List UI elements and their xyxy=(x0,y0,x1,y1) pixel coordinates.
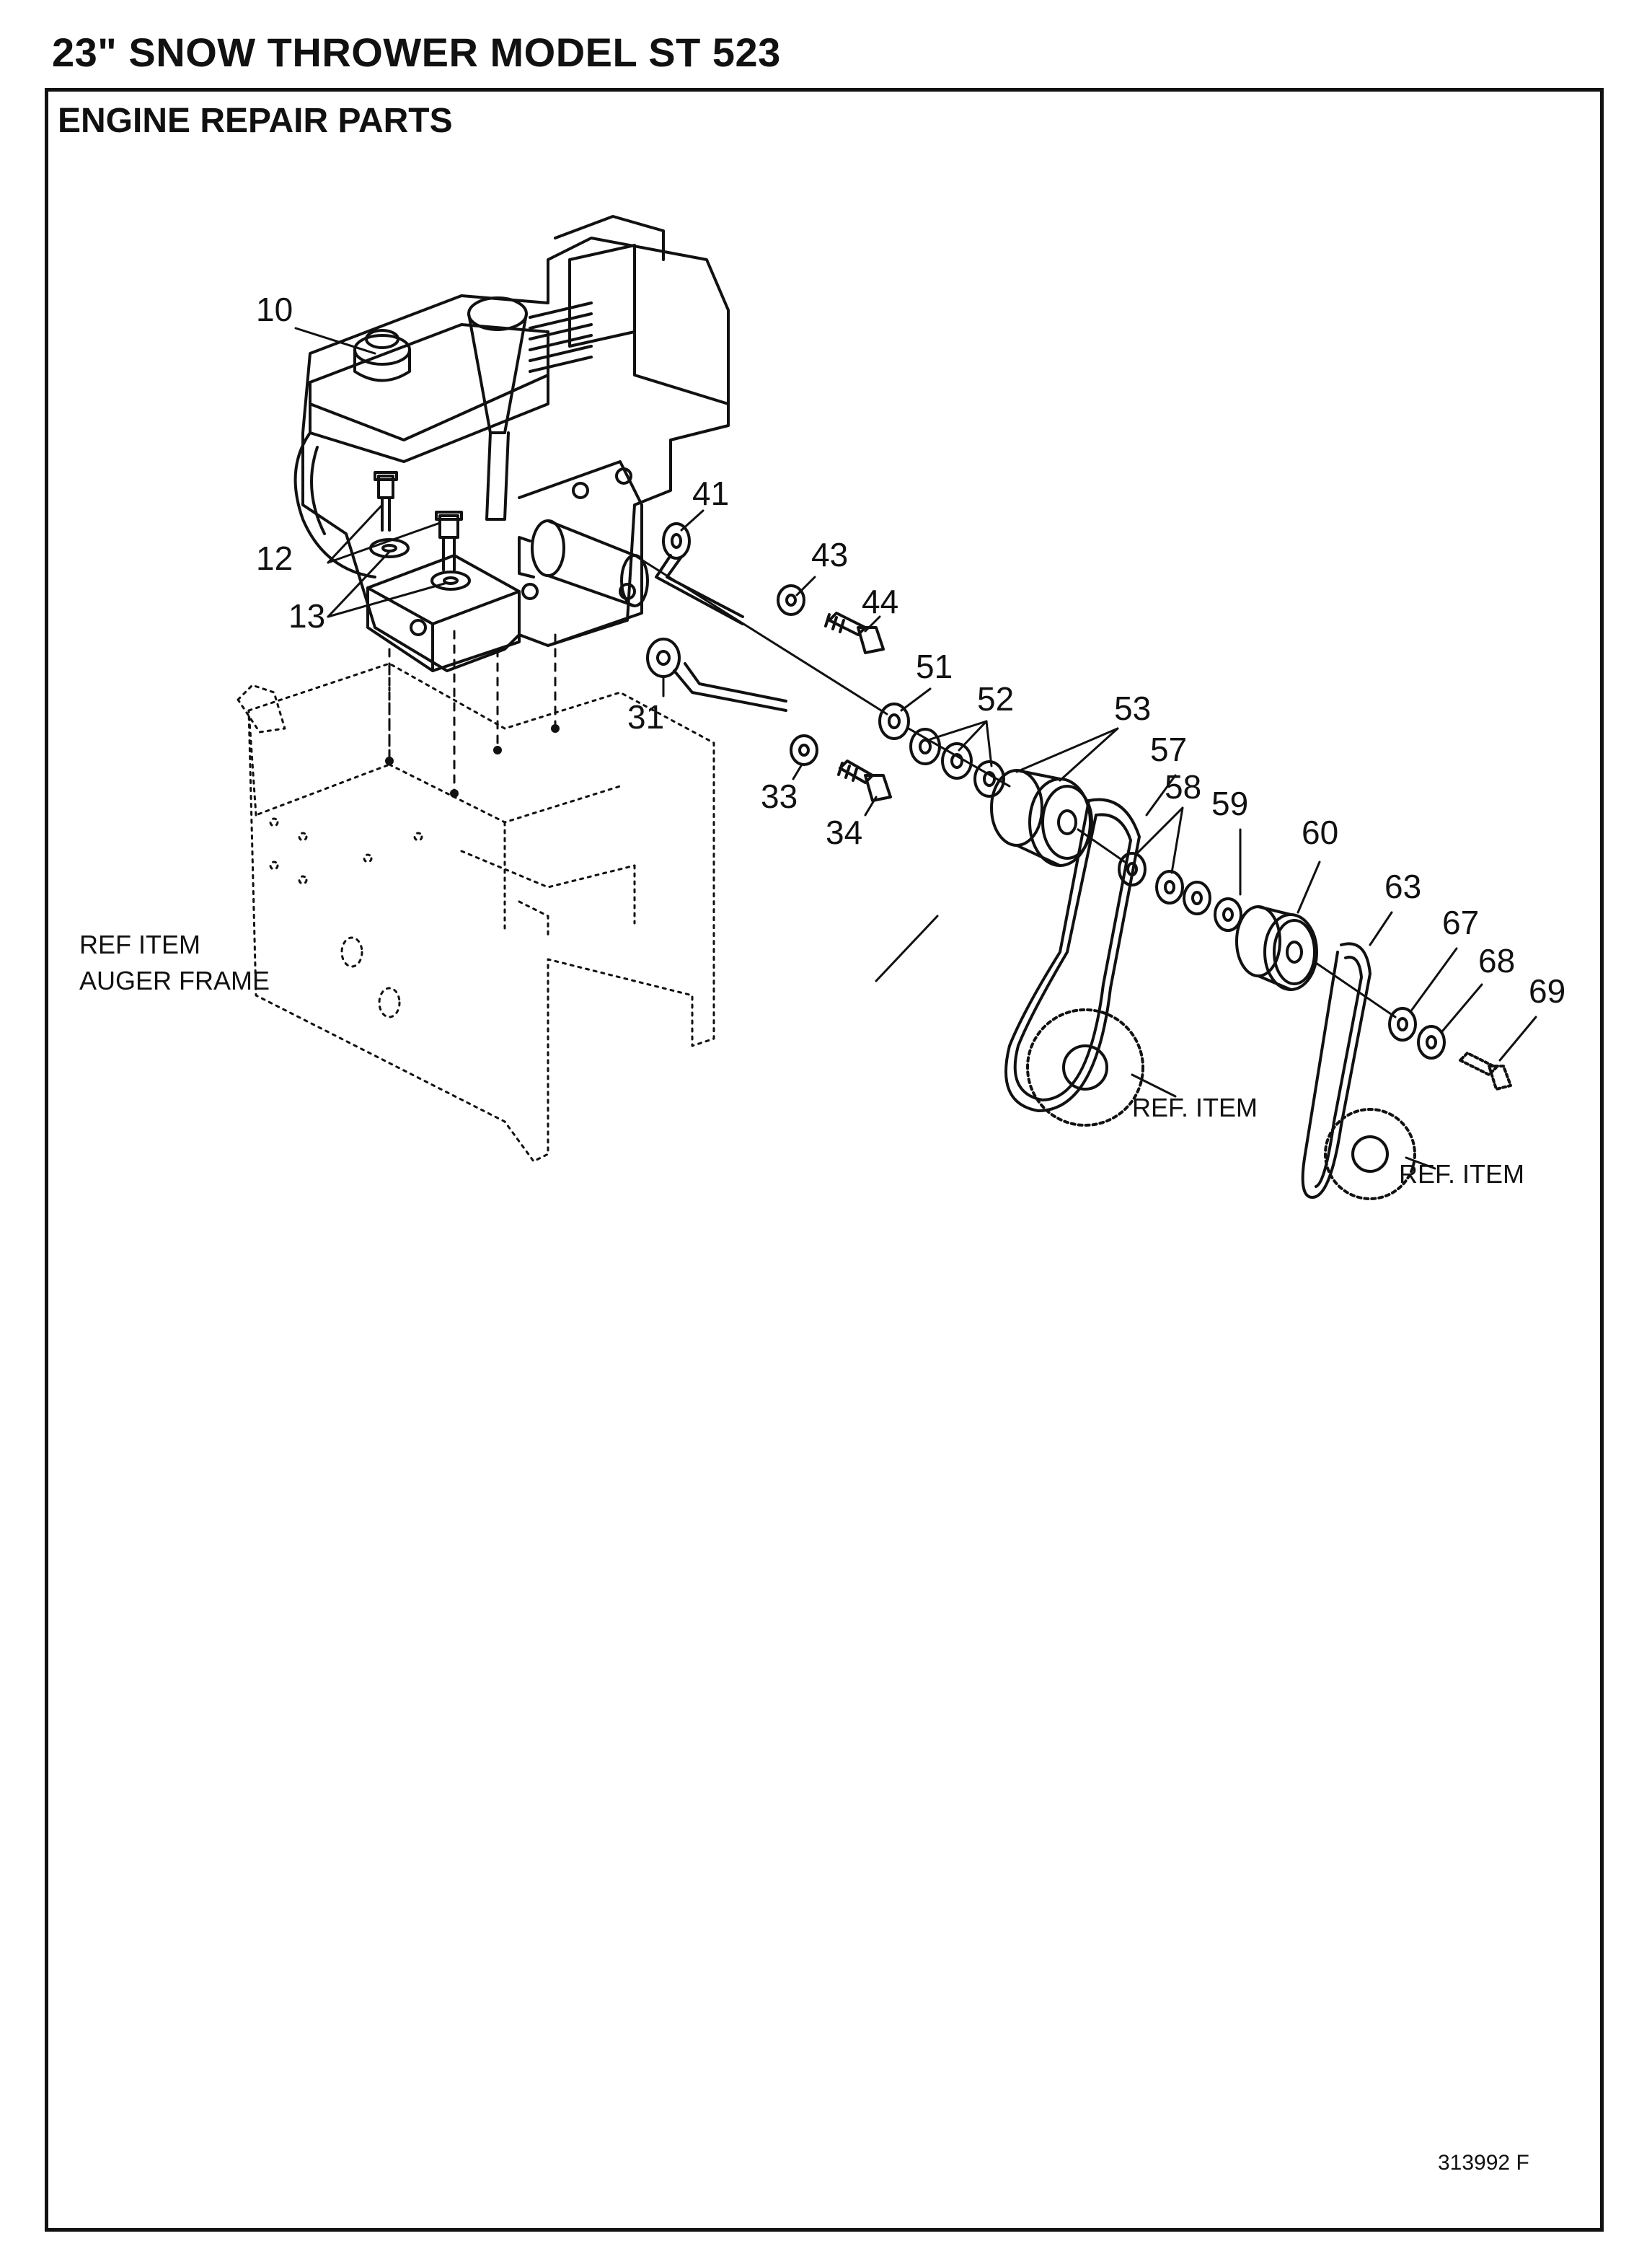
belt-63 xyxy=(1301,942,1416,1200)
callout-12: 12 xyxy=(256,540,293,577)
document-number: 313992 F xyxy=(1438,2151,1529,2175)
washers-52 xyxy=(909,728,1005,798)
callout-52: 52 xyxy=(977,680,1014,718)
callout-58: 58 xyxy=(1165,768,1201,806)
washer-68 xyxy=(1417,1025,1446,1060)
ref-item-label-1: REF. ITEM xyxy=(1132,1093,1258,1122)
mount-bolt-lines xyxy=(388,630,557,795)
callout-57: 57 xyxy=(1150,731,1187,768)
bolt-12 xyxy=(374,471,463,571)
callout-34: 34 xyxy=(826,814,862,851)
bolt-34 xyxy=(837,760,892,802)
callout-51: 51 xyxy=(916,648,953,685)
callout-53: 53 xyxy=(1114,690,1151,727)
assembly-axis-lines xyxy=(633,554,1397,1018)
section-title: ENGINE REPAIR PARTS xyxy=(58,102,453,140)
callout-13: 13 xyxy=(288,597,325,635)
callout-31: 31 xyxy=(627,698,664,736)
callout-60: 60 xyxy=(1302,814,1338,851)
callout-41: 41 xyxy=(692,475,729,512)
washers-59 xyxy=(1183,881,1242,932)
ref-item-label-2: REF. ITEM xyxy=(1399,1159,1524,1189)
washer-43 xyxy=(777,584,805,616)
washers-58 xyxy=(1118,852,1184,904)
bolt-69 xyxy=(1459,1052,1512,1091)
diagram-frame xyxy=(45,88,1604,2232)
auger-frame-outline xyxy=(237,662,715,1163)
pulley-60 xyxy=(1235,905,1318,991)
leader-lines xyxy=(294,327,1537,1170)
callout-10: 10 xyxy=(256,291,293,328)
callout-33: 33 xyxy=(761,778,798,815)
belt-57 xyxy=(1004,798,1144,1127)
callout-69: 69 xyxy=(1529,972,1565,1010)
callout-44: 44 xyxy=(862,583,898,620)
document-title: 23" SNOW THROWER MODEL ST 523 xyxy=(52,30,781,75)
callout-63: 63 xyxy=(1384,868,1421,905)
rod-31 xyxy=(646,638,787,712)
washer-67 xyxy=(1388,1007,1417,1042)
pulley-53 xyxy=(990,769,1093,867)
washer-33 xyxy=(790,734,818,766)
callout-59: 59 xyxy=(1211,785,1248,822)
engine-body xyxy=(293,215,730,672)
callout-67: 67 xyxy=(1442,904,1479,941)
ref-item-auger-label: REF ITEM xyxy=(79,930,200,959)
rod-41 xyxy=(655,522,744,625)
callout-68: 68 xyxy=(1478,942,1515,980)
auger-frame-label: AUGER FRAME xyxy=(79,966,270,995)
washer-51 xyxy=(878,703,910,740)
callout-43: 43 xyxy=(811,536,848,573)
